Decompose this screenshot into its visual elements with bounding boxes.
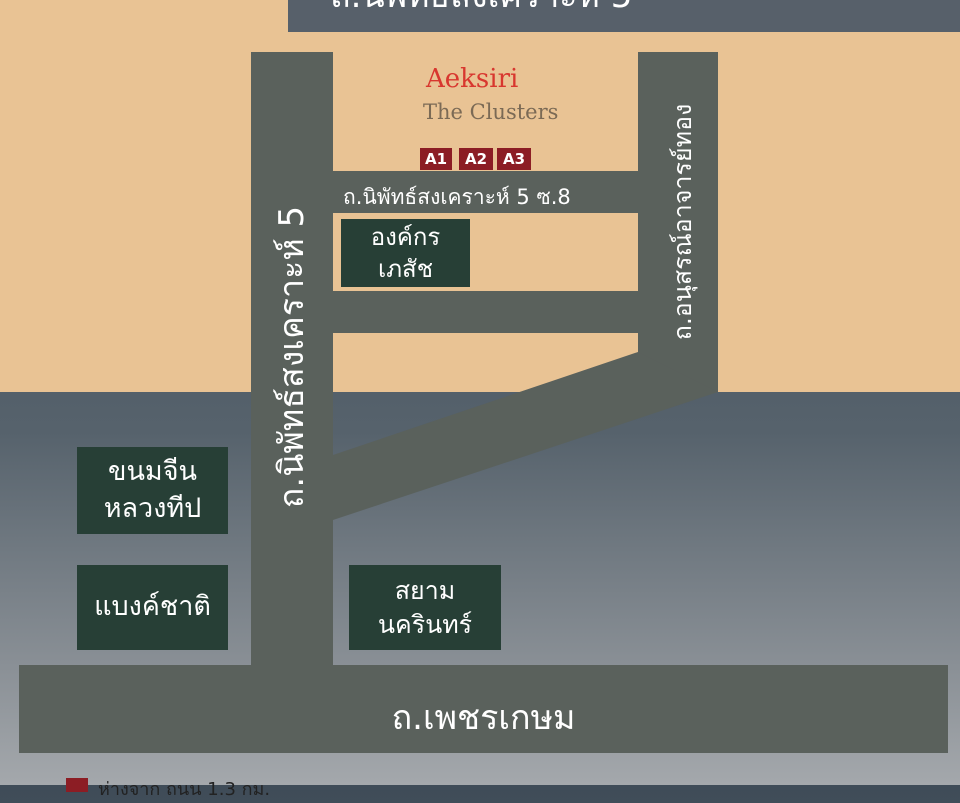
unit-marker-a2: A2 [459, 148, 493, 170]
road-anusorn [638, 52, 718, 392]
legend-text: ห่างจาก ถนน 1.3 กม. [98, 779, 271, 800]
brand-subtitle: The Clusters [423, 100, 559, 124]
landmark-siam-line2: นครินทร์ [377, 609, 473, 639]
road-label-nipat-5: ถ.นิพัทธ์สงเคราะห์ 5 [272, 205, 312, 509]
top-road: ถ.นิพัทธ์สงเคราะห์ 5 [288, 0, 960, 32]
road-diagonal [333, 352, 718, 520]
landmark-khanom-jeen-line1: ขนมจีน [108, 456, 197, 488]
road-soi-8 [333, 171, 638, 213]
landmark-bank-label: แบงค์ชาติ [94, 591, 211, 623]
landmark-ongkorn-line2: เภสัช [378, 255, 433, 283]
landmark-ongkorn-line1: องค์กร [370, 222, 441, 251]
unit-marker-a3: A3 [497, 148, 531, 170]
road-middle [333, 291, 638, 333]
landmark-khanom-jeen: ขนมจีน หลวงทีป [77, 447, 228, 534]
landmark-siam-line1: สยาม [394, 575, 456, 605]
landmark-siam: สยาม นครินทร์ [349, 565, 501, 650]
top-road-label: ถ.นิพัทธ์สงเคราะห์ 5 [330, 0, 632, 22]
landmark-ongkorn: องค์กร เภสัช [341, 219, 470, 287]
unit-marker-a1: A1 [420, 148, 452, 170]
landmark-bank: แบงค์ชาติ [77, 565, 228, 650]
road-nipat-5 [251, 52, 333, 672]
road-label-soi-8: ถ.นิพัทธ์สงเคราะห์ 5 ซ.8 [343, 185, 571, 209]
legend-marker [66, 778, 88, 792]
landmark-khanom-jeen-line2: หลวงทีป [103, 492, 202, 524]
road-label-anusorn: ถ.อนุสรณ์อาจารย์ทอง [668, 103, 697, 341]
road-petchkasem [19, 665, 948, 753]
brand-name: Aeksiri [426, 64, 519, 94]
road-label-petchkasem: ถ.เพชรเกษม [391, 698, 576, 738]
